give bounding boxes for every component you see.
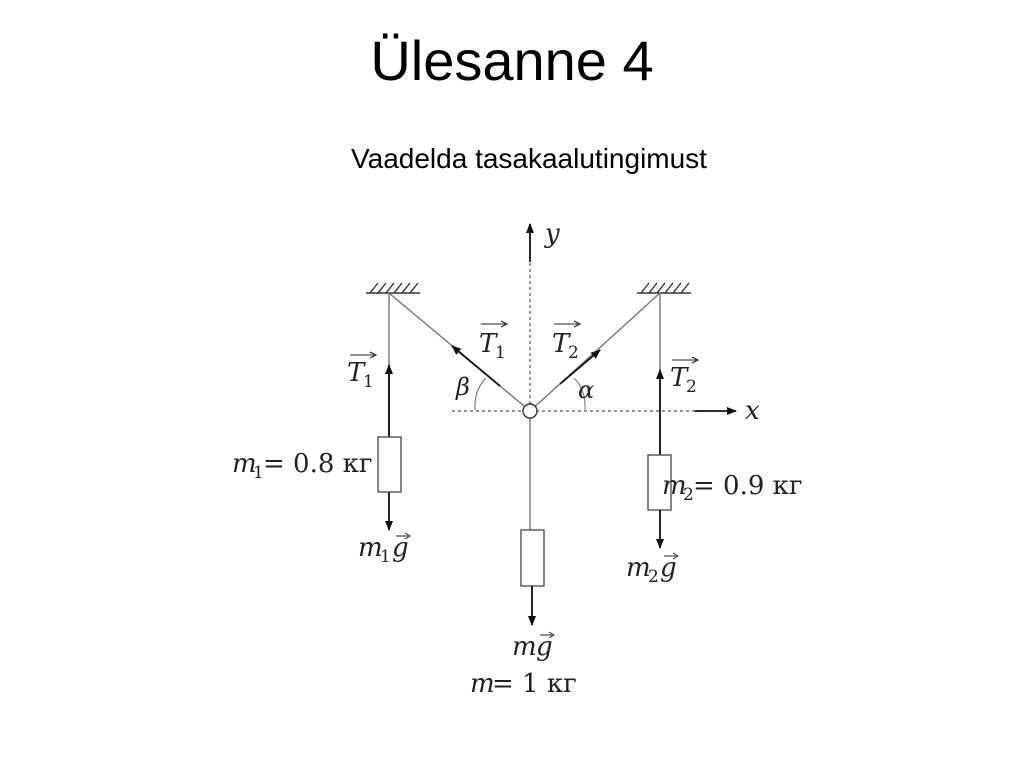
svg-text:T: T (479, 329, 498, 359)
svg-text:g: g (392, 533, 409, 563)
svg-text:m: m (232, 449, 257, 479)
svg-text:= 0.9 кг: = 0.9 кг (693, 471, 803, 501)
svg-text:2: 2 (568, 343, 579, 363)
left-ceiling-support (366, 282, 420, 294)
angle-beta-label: β (455, 373, 470, 401)
mass-m-label: m = 1 кг (470, 669, 577, 699)
angle-alpha-arc (573, 377, 586, 411)
right-diagonal-string (529, 292, 661, 412)
svg-text:= 0.8 кг: = 0.8 кг (263, 449, 373, 479)
mass-m1-block (377, 436, 402, 493)
mass-m2-label: m 2 = 0.9 кг (662, 471, 803, 505)
tension-t1-label: T 1 (479, 320, 509, 363)
svg-text:T: T (670, 363, 689, 393)
angle-alpha-label: α (578, 376, 594, 404)
slide-subtitle: Vaadelda tasakaalutingimust (351, 143, 707, 174)
svg-text:T: T (552, 329, 571, 359)
svg-text:m: m (626, 553, 651, 583)
svg-text:1: 1 (253, 463, 264, 483)
tension-t1-vertical-label: T 1 (347, 351, 378, 392)
tension-t2-arrow (559, 349, 601, 385)
svg-text:1: 1 (380, 547, 391, 567)
weight-m1-label: m 1 g (358, 532, 411, 567)
weight-m2-label: m 2 g (626, 552, 679, 587)
svg-text:T: T (347, 358, 366, 388)
svg-text:= 1 кг: = 1 кг (492, 669, 577, 699)
svg-text:m: m (358, 533, 383, 563)
svg-text:1: 1 (495, 343, 506, 363)
right-ceiling-support (637, 282, 691, 294)
tension-t1-arrow (451, 345, 501, 387)
mass-m-block (520, 529, 545, 587)
weight-m-label: m g (512, 631, 555, 662)
tension-t2-vertical-label: T 2 (670, 356, 700, 397)
svg-text:m: m (662, 471, 687, 501)
y-axis-label: y (544, 219, 560, 249)
svg-text:m: m (470, 669, 495, 699)
svg-text:g: g (660, 553, 677, 583)
angle-beta-arc (474, 377, 487, 411)
svg-text:2: 2 (683, 485, 694, 505)
tension-t2-label: T 2 (552, 320, 582, 363)
x-axis-label: x (745, 396, 760, 426)
svg-text:2: 2 (686, 377, 697, 397)
knot (522, 403, 538, 419)
slide-title: Ülesanne 4 (370, 29, 654, 92)
svg-text:2: 2 (648, 567, 659, 587)
svg-text:g: g (536, 632, 553, 662)
svg-text:m: m (512, 632, 537, 662)
svg-text:1: 1 (363, 372, 374, 392)
mass-m1-label: m 1 = 0.8 кг (232, 449, 373, 483)
